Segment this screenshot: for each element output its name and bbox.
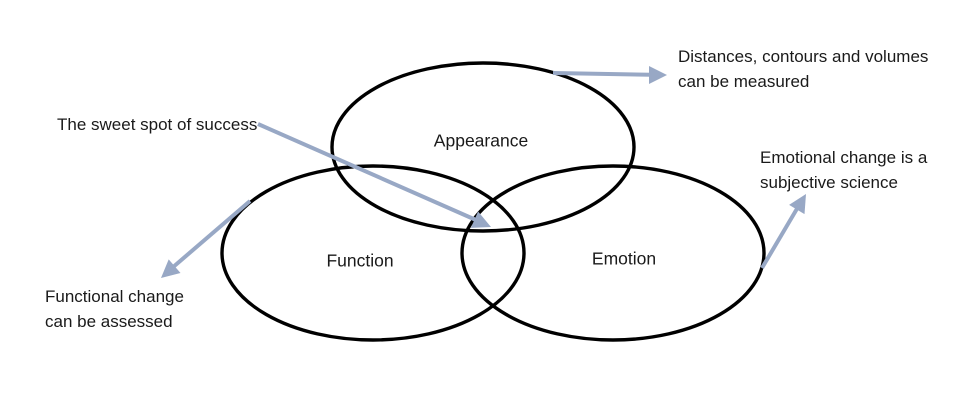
sweet-spot-arrow-line (257, 122, 477, 222)
functional-arrow (161, 199, 252, 278)
sweet-spot-arrow-head (470, 211, 491, 228)
measured-arrow (552, 66, 667, 84)
annotation-functional-line1: Functional change (45, 287, 184, 306)
emotional-arrow-head (789, 194, 806, 215)
appearance-label: Appearance (433, 130, 529, 151)
emotion-label: Emotion (591, 248, 657, 269)
functional-arrow-line (170, 199, 252, 270)
annotation-measured-line1: Distances, contours and volumes (678, 47, 929, 66)
annotation-functional-line2: can be assessed (45, 312, 173, 331)
function-label: Function (326, 250, 394, 271)
functional-arrow-head (161, 259, 181, 278)
annotation-functional: Functional change can be assessed (45, 284, 184, 334)
function-ellipse (220, 164, 526, 342)
annotation-measured: Distances, contours and volumes can be m… (678, 44, 928, 94)
emotional-arrow-line (760, 205, 800, 270)
measured-arrow-line (552, 71, 652, 77)
measured-arrow-head (649, 66, 667, 84)
appearance-ellipse (330, 61, 636, 233)
annotation-emotional-line2: subjective science (760, 173, 898, 192)
emotional-arrow (760, 194, 806, 270)
annotation-emotional-line1: Emotional change is a (760, 148, 928, 167)
emotion-ellipse (460, 164, 766, 342)
sweet-spot-arrow (257, 122, 491, 228)
annotation-sweet-spot: The sweet spot of success (57, 115, 258, 134)
annotation-emotional: Emotional change is a subjective science (760, 145, 927, 195)
annotation-measured-line2: can be measured (678, 72, 810, 91)
